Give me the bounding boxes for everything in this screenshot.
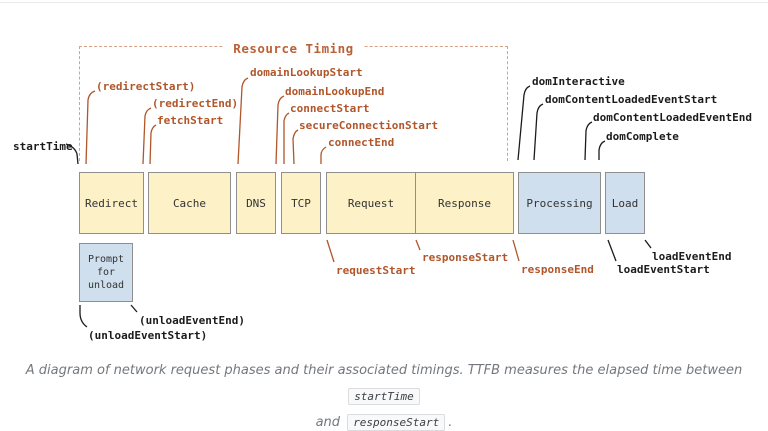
phase-box-prompt-for-unload: Prompt for unload bbox=[79, 243, 133, 302]
phase-box-request: Request bbox=[327, 173, 416, 233]
phase-label-dns: DNS bbox=[246, 196, 266, 210]
arrow-loadeventstart bbox=[607, 239, 617, 262]
timing-label-domcomplete: domComplete bbox=[606, 130, 679, 143]
arrow-domcontentloadedeventend bbox=[584, 121, 593, 161]
timing-label-unloadeventstart: (unloadEventStart) bbox=[88, 329, 208, 342]
timing-label-responseend: responseEnd bbox=[521, 263, 594, 276]
caption-line-1: A diagram of network request phases and … bbox=[0, 358, 768, 410]
phase-label-prompt-for-unload: Prompt for unload bbox=[87, 254, 125, 291]
timing-label-loadeventend: loadEventEnd bbox=[652, 250, 732, 263]
timing-label-starttime: startTime bbox=[13, 140, 73, 153]
arrow-domcontentloadedeventstart bbox=[533, 103, 544, 161]
phase-box-response: Response bbox=[416, 173, 513, 233]
arrow-unloadeventstart bbox=[79, 305, 88, 328]
resource-timing-label-wrap: Resource Timing bbox=[79, 38, 508, 57]
timing-label-connectstart: connectStart bbox=[290, 102, 370, 115]
timing-label-redirectend: (redirectEnd) bbox=[152, 97, 239, 110]
timing-label-fetchstart: fetchStart bbox=[157, 114, 224, 127]
phase-box-processing: Processing bbox=[518, 172, 601, 234]
phase-label-response: Response bbox=[438, 196, 491, 210]
phase-box-dns: DNS bbox=[236, 172, 276, 234]
phase-box-load: Load bbox=[605, 172, 645, 234]
arrow-responsestart bbox=[415, 239, 421, 251]
timing-label-domcontentloadedeventend: domContentLoadedEventEnd bbox=[593, 111, 752, 124]
phase-box-cache: Cache bbox=[148, 172, 231, 234]
timing-label-connectend: connectEnd bbox=[328, 136, 395, 149]
resource-timing-label: Resource Timing bbox=[224, 41, 363, 56]
timing-label-requeststart: requestStart bbox=[336, 264, 416, 277]
arrow-loadeventend bbox=[644, 239, 652, 249]
phase-label-processing: Processing bbox=[526, 196, 593, 210]
inline-code-starttime: startTime bbox=[348, 388, 420, 405]
timing-label-dominteractive: domInteractive bbox=[532, 75, 625, 88]
timing-label-secureconnectionstart: secureConnectionStart bbox=[299, 119, 439, 132]
timing-label-unloadeventend: (unloadEventEnd) bbox=[139, 314, 245, 327]
phase-box-redirect: Redirect bbox=[79, 172, 144, 234]
timing-label-domcontentloadedeventstart: domContentLoadedEventStart bbox=[545, 93, 718, 106]
phase-label-redirect: Redirect bbox=[85, 196, 138, 210]
caption-line-2: and responseStart. bbox=[0, 410, 768, 431]
arrow-unloadeventend bbox=[130, 304, 138, 313]
phase-label-load: Load bbox=[611, 196, 639, 210]
timing-label-redirectstart: (redirectStart) bbox=[96, 80, 196, 93]
figure-caption: A diagram of network request phases and … bbox=[0, 358, 768, 431]
inline-code-responsestart: responseStart bbox=[347, 414, 446, 431]
arrow-domcomplete bbox=[598, 140, 606, 160]
caption-suffix: . bbox=[448, 415, 453, 430]
timing-label-domainlookupend: domainLookupEnd bbox=[285, 85, 385, 98]
top-divider bbox=[0, 2, 768, 3]
timing-label-responsestart: responseStart bbox=[422, 251, 509, 264]
arrow-dominteractive bbox=[517, 85, 531, 161]
phase-box-request-response: Request Response bbox=[326, 172, 514, 234]
phase-label-tcp: TCP bbox=[291, 196, 311, 210]
phase-label-request: Request bbox=[347, 196, 395, 210]
phase-box-tcp: TCP bbox=[281, 172, 321, 234]
timing-label-loadeventstart: loadEventStart bbox=[617, 263, 710, 276]
caption-text-2: and bbox=[315, 415, 341, 430]
arrow-responseend bbox=[512, 239, 520, 262]
caption-text-1: A diagram of network request phases and … bbox=[25, 363, 743, 378]
timing-label-domainlookupstart: domainLookupStart bbox=[250, 66, 363, 79]
arrow-requeststart bbox=[326, 239, 335, 263]
phase-label-cache: Cache bbox=[172, 196, 207, 210]
